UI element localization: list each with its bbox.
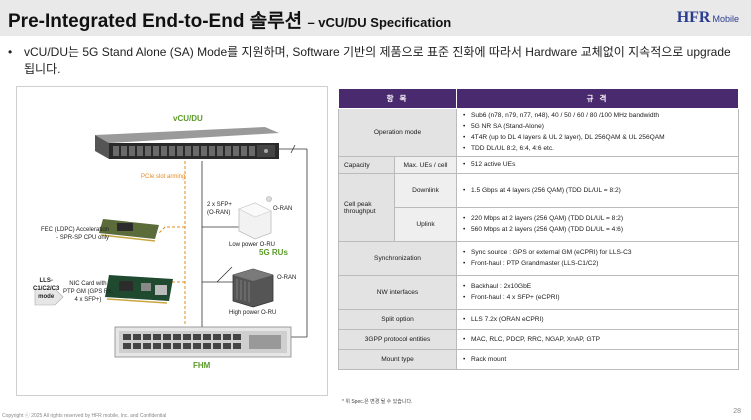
op-mode-item: Sub6 (n78, n79, n77, n48), 40 / 50 / 60 … [463, 111, 732, 121]
vcu-du-label: vCU/DU [173, 114, 203, 123]
nw-item: Backhaul : 2x10GbE [463, 282, 732, 292]
header-spec: 규 격 [456, 88, 740, 109]
logo-main: HFR [676, 9, 711, 26]
5g-rus-label: 5G RUs [259, 248, 288, 257]
header-item: 항 목 [337, 88, 458, 109]
capacity-item: 512 active UEs [463, 160, 732, 170]
table-row-operation-mode: Operation mode Sub6 (n78, n79, n77, n48)… [337, 108, 740, 157]
table-row-capacity: Capacity Max. UEs / cell 512 active UEs [338, 156, 740, 174]
header-bar: Pre-Integrated End-to-End 솔루션 – vCU/DU S… [0, 0, 751, 36]
nic-card-image [105, 275, 173, 304]
row-sublabel: Max. UEs / cell [393, 156, 458, 174]
page-title-main: Pre-Integrated End-to-End 솔루션 [8, 11, 303, 32]
table-row-uplink: Uplink 220 Mbps at 2 layers (256 QAM) (T… [339, 207, 740, 242]
architecture-diagram: vCU/DU PCIe slot arming 2 x SFP+ (O-RAN)… [16, 86, 328, 396]
row-sublabel: Uplink [393, 207, 458, 242]
diagram-graphics [34, 127, 308, 358]
page-title-subtitle: – vCU/DU Specification [307, 15, 452, 30]
low-power-oru-image [238, 196, 272, 240]
table-row-split-option: Split option LLS 7.2x (ORAN eCPRI) [337, 309, 740, 330]
footnote: * 위 Spec.은 변경 될 수 있습니다. [342, 399, 413, 405]
fhm-image [114, 326, 292, 358]
table-header-row: 항 목 규 격 [337, 88, 740, 109]
fhm-label: FHM [193, 361, 211, 370]
protocol-item: MAC, RLC, PDCP, RRC, NGAP, XnAP, GTP [463, 335, 732, 345]
row-label: Operation mode [337, 108, 458, 157]
downlink-item: 1.5 Gbps at 4 layers (256 QAM) (TDD DL/U… [463, 186, 732, 196]
page-number: 28 [733, 408, 741, 415]
row-sublabel: Downlink [393, 173, 458, 208]
spec-table: 항 목 규 격 Operation mode Sub6 (n78, n79, n… [337, 88, 740, 370]
row-label: 3GPP protocol entities [337, 329, 458, 350]
intro-text: vCU/DU는 5G Stand Alone (SA) Mode를 지원하며, … [24, 45, 731, 76]
page-title: Pre-Integrated End-to-End 솔루션 – vCU/DU S… [8, 6, 451, 33]
uplink-item: 220 Mbps at 2 layers (256 QAM) (TDD DL/U… [463, 214, 732, 224]
op-mode-item: 4T4R (up to DL 4 layers & UL 2 layer), D… [463, 133, 732, 143]
sync-item: Sync source : GPS or external GM (eCPRI)… [463, 248, 732, 258]
row-label: Mount type [337, 349, 458, 370]
low-power-oru-label: Low power O-RU [229, 242, 276, 248]
row-label: Synchronization [337, 241, 458, 276]
nic-label: NIC Card with PTP GM (GPS Rx, 4 x SFP+) [63, 281, 113, 303]
sync-item: Front-haul : PTP Grandmaster (LLS-C1/C2) [463, 259, 732, 269]
high-power-oru-label: High power O-RU [229, 310, 277, 316]
table-row-mount-type: Mount type Rack mount [337, 349, 740, 370]
row-label: NW interfaces [337, 275, 458, 310]
op-mode-item: TDD DL/UL 8:2, 6:4, 4:6 etc. [463, 144, 732, 154]
row-label: Split option [337, 309, 458, 330]
pcie-slot-label: PCIe slot arming [141, 174, 186, 180]
table-row-synchronization: Synchronization Sync source : GPS or ext… [337, 241, 740, 276]
table-row-nw-interfaces: NW interfaces Backhaul : 2x10GbE Front-h… [337, 275, 740, 310]
intro-bullet: • vCU/DU는 5G Stand Alone (SA) Mode를 지원하며… [8, 44, 738, 78]
row-label: Capacity [338, 156, 395, 174]
bullet-dot: • [8, 45, 13, 59]
uplink-item: 560 Mbps at 2 layers (256 QAM) (TDD DL/U… [463, 225, 732, 235]
row-label: Cell peak throughput [338, 173, 395, 242]
fec-card-image [99, 219, 159, 242]
split-item: LLS 7.2x (ORAN eCPRI) [463, 315, 732, 325]
fec-label: FEC (LDPC) Acceleration - SPR-SP CPU onl… [41, 227, 110, 241]
server-image [95, 127, 279, 159]
sfp-label: 2 x SFP+ (O-RAN) [207, 202, 232, 216]
mount-item: Rack mount [463, 355, 732, 365]
lls-mode-label: LLS- C1/C2/C3 mode [33, 278, 60, 300]
high-power-oru-image [232, 268, 274, 308]
table-row-protocol: 3GPP protocol entities MAC, RLC, PDCP, R… [337, 329, 740, 350]
table-row-downlink: Cell peak throughput Downlink 1.5 Gbps a… [338, 173, 740, 242]
oran-label-bottom: O-RAN [277, 275, 297, 281]
nw-item: Front-haul : 4 x SFP+ (eCPRI) [463, 293, 732, 303]
oran-label-top: O-RAN [273, 206, 293, 212]
op-mode-item: 5G NR SA (Stand-Alone) [463, 122, 732, 132]
copyright: Copyright ⓒ 2025 All rights reserved by … [2, 413, 167, 419]
logo-sub: Mobile [712, 14, 739, 24]
